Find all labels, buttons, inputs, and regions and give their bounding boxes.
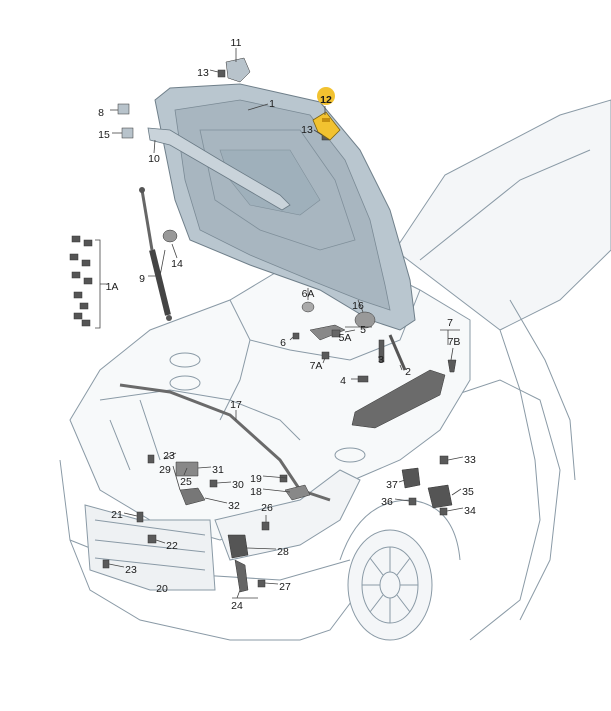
part-label-p6: 6	[280, 337, 286, 349]
part-label-p21: 21	[111, 509, 123, 521]
part-label-p7: 7	[447, 317, 453, 329]
part-label-p14: 14	[171, 258, 183, 270]
part-label-p16: 16	[352, 300, 364, 312]
bolt-set-bracket	[95, 239, 108, 329]
highlight-badge	[317, 87, 335, 105]
part-label-p18: 18	[250, 486, 262, 498]
part-label-p13b: 13	[301, 124, 313, 136]
car-body	[59, 99, 611, 641]
part-label-p23a: 23	[163, 450, 175, 462]
part-label-p20: 20	[156, 583, 168, 595]
part-label-p6a: 6A	[302, 288, 315, 300]
hood-panel	[147, 83, 416, 331]
part-label-p2: 2	[405, 366, 411, 378]
part-label-p36: 36	[381, 496, 393, 508]
part-label-p5a: 5A	[339, 332, 352, 344]
highlighted-part-12	[312, 111, 341, 141]
part-label-p29: 29	[159, 464, 171, 476]
part-label-p17: 17	[230, 399, 242, 411]
hinge-parts	[117, 57, 330, 243]
part-label-p5: 5	[360, 324, 366, 336]
part-label-p25: 25	[180, 476, 192, 488]
part-label-p15: 15	[98, 129, 110, 141]
part-label-p27: 27	[279, 581, 291, 593]
part-label-p22: 22	[166, 540, 178, 552]
engine-bay-parts	[292, 301, 457, 429]
gas-strut	[139, 187, 172, 321]
part-label-p32: 32	[228, 500, 240, 512]
part-label-p34: 34	[464, 505, 476, 517]
part-label-p12: 12	[320, 94, 332, 106]
part-labels: 123455A66A77A7B8910111213131415161718192…	[98, 37, 476, 612]
part-label-p4: 4	[340, 375, 346, 387]
part-label-p8: 8	[98, 107, 104, 119]
part-label-p9: 9	[139, 273, 145, 285]
part-label-p11: 11	[231, 37, 242, 49]
part-label-p7b: 7B	[448, 336, 461, 348]
part-label-p7a: 7A	[310, 360, 323, 372]
part-label-p28: 28	[277, 546, 289, 558]
part-label-p1: 1	[269, 98, 275, 110]
part-label-p26: 26	[261, 502, 273, 514]
part-label-p3: 3	[378, 354, 384, 366]
part-label-p37: 37	[386, 479, 398, 491]
part-label-p13a: 13	[197, 67, 209, 79]
part-label-p33: 33	[464, 454, 476, 466]
leader-lines	[108, 48, 464, 599]
part-label-p23b: 23	[125, 564, 137, 576]
part-label-p24: 24	[231, 600, 243, 612]
part-label-p30: 30	[232, 479, 244, 491]
bolt-set	[69, 235, 93, 327]
part-label-p31: 31	[212, 464, 224, 476]
part-label-p1a: 1A	[106, 281, 119, 293]
part-label-p35: 35	[462, 486, 474, 498]
lock-parts	[102, 454, 453, 593]
part-label-p10: 10	[148, 153, 160, 165]
part-label-p19: 19	[250, 473, 262, 485]
